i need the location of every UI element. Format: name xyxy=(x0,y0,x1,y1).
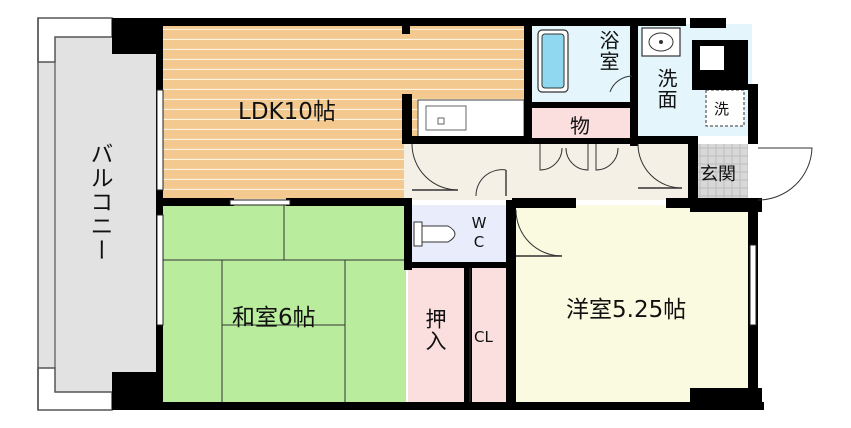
door-swings xyxy=(411,75,813,402)
entrance-floor xyxy=(696,144,748,198)
hall-floor xyxy=(404,140,694,200)
wash-basin xyxy=(641,27,681,57)
ldk-label: LDK10帖 xyxy=(238,99,336,125)
washroom-label: 洗面 xyxy=(654,68,678,110)
windows xyxy=(156,89,757,326)
closet-label: CL xyxy=(474,328,493,346)
toilet-label: WC xyxy=(470,214,488,252)
washer-label: 洗 xyxy=(714,100,730,118)
washer-slot xyxy=(705,89,745,127)
balcony-label: バルコニー xyxy=(86,142,112,262)
storage-floor xyxy=(530,108,632,140)
oshiire-floor xyxy=(408,268,466,405)
oshiire-label: 押入 xyxy=(423,308,447,352)
closet-floor xyxy=(470,268,510,405)
kitchen-counter xyxy=(417,99,525,139)
youshitsu-label: 洋室5.25帖 xyxy=(566,297,687,323)
tatami-lines xyxy=(162,205,406,405)
door-leaves xyxy=(412,170,682,257)
bath-label: 浴室 xyxy=(596,30,620,72)
entrance-label: 玄関 xyxy=(700,164,736,185)
washitsu-label: 和室6帖 xyxy=(232,305,316,331)
youshitsu-floor xyxy=(512,205,750,405)
bathtub xyxy=(537,29,569,93)
storage-label: 物 xyxy=(570,114,590,138)
toilet-fixture xyxy=(413,221,456,247)
balcony xyxy=(37,17,162,411)
